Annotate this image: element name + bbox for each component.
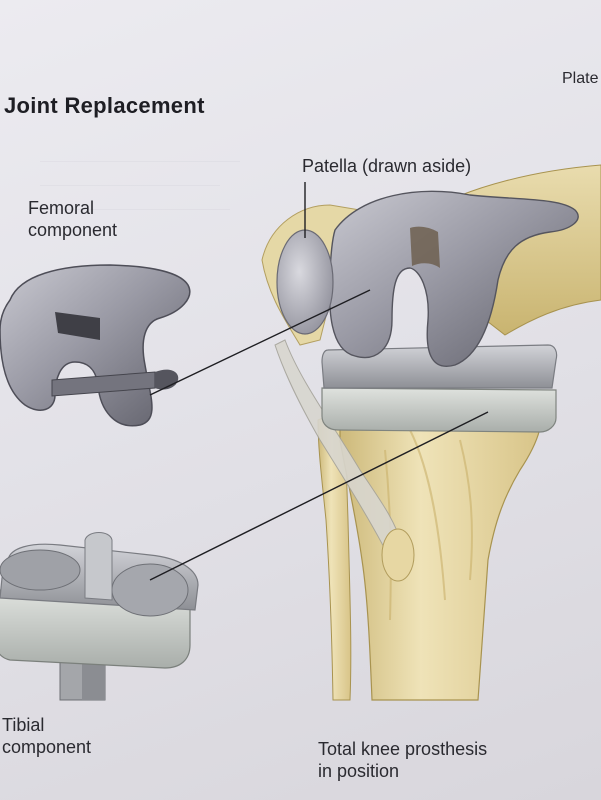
patella — [276, 229, 334, 335]
label-patella: Patella (drawn aside) — [302, 156, 472, 176]
label-femoral-component: Femoral component — [28, 197, 117, 241]
page-title: Joint Replacement — [4, 93, 205, 118]
label-tibial-component: Tibial component — [2, 714, 91, 758]
tibial-component — [0, 532, 199, 701]
label-tibial-line2: component — [2, 737, 92, 757]
label-tibial-line1: Tibial — [2, 715, 45, 735]
tibial-plate-in-position — [321, 387, 557, 433]
tibial-tubercle — [381, 528, 415, 582]
label-femoral-line1: Femoral — [28, 198, 95, 218]
label-femoral-line2: component — [28, 220, 118, 240]
show-through-text — [40, 140, 260, 520]
plate-number: Plate — [562, 70, 599, 87]
leader-line-tibial — [149, 411, 489, 581]
label-prosthesis-line1: Total knee prosthesis — [318, 739, 488, 759]
leader-line-femoral — [149, 289, 371, 396]
femoral-component-in-position — [328, 190, 579, 367]
label-prosthesis-line2: in position — [318, 761, 400, 781]
label-total-knee-prosthesis: Total knee prosthesis in position — [318, 738, 487, 782]
tibial-insert-in-position — [321, 344, 558, 389]
knee-illustration — [261, 164, 601, 701]
femoral-component — [0, 264, 191, 427]
femoral-notch — [410, 226, 440, 268]
